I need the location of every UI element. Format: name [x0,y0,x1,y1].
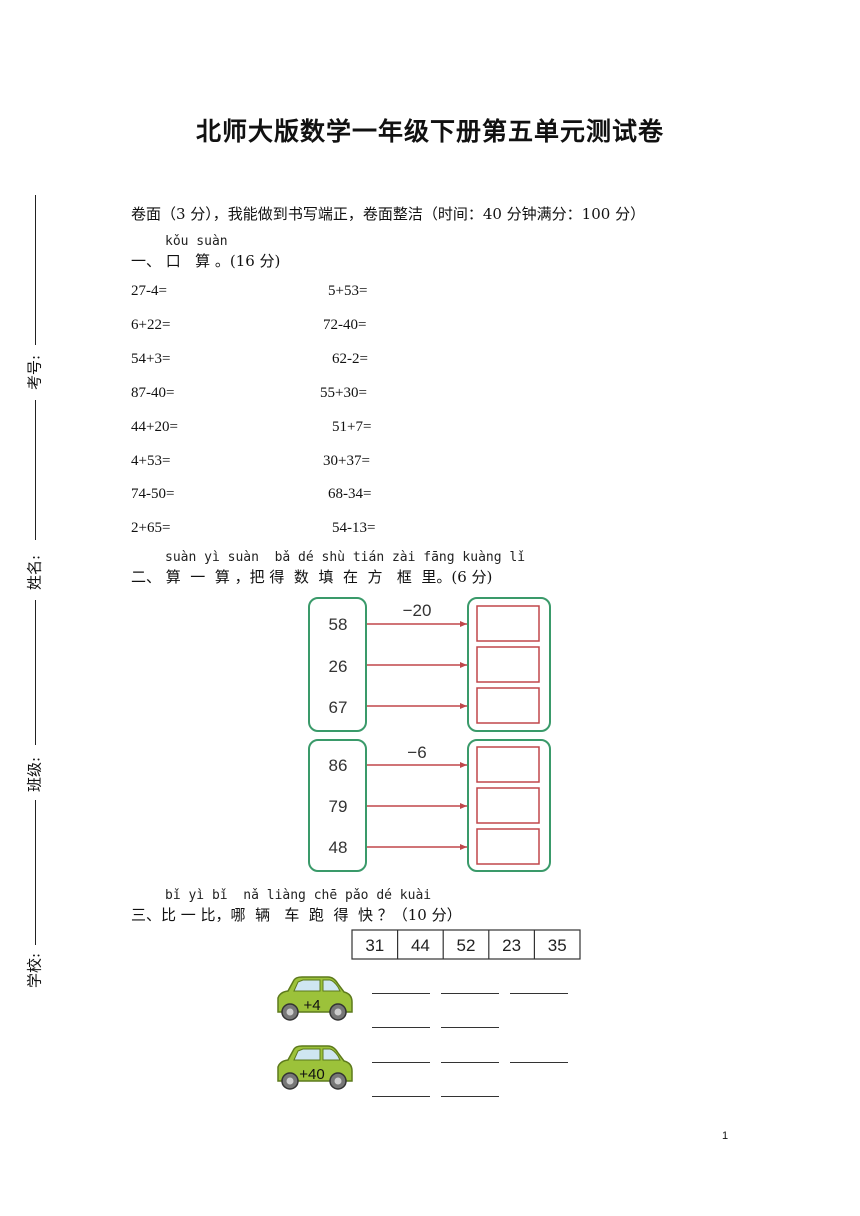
equation: 87-40= [131,385,175,401]
arrow-head [460,762,467,768]
answer-container [467,739,551,872]
answer-blank[interactable] [441,1062,499,1063]
answer-blank[interactable] [372,993,430,994]
answer-box[interactable] [476,787,540,824]
equation: 4+53= [131,453,171,469]
section1-heading: 一、 口 算 。(16 分) [131,252,281,270]
arrow-head [460,844,467,850]
equation: 6+22= [131,317,171,333]
equation: 5+53= [328,283,368,299]
number-table: 31 44 52 23 35 [351,929,581,960]
table-cell: 44 [411,936,430,955]
car-label: +40 [299,1066,324,1083]
equation: 2+65= [131,520,171,536]
answer-blank[interactable] [441,993,499,994]
equation: 54-13= [332,520,376,536]
arrow-head [460,662,467,668]
equation: 74-50= [131,486,175,502]
answer-blank[interactable] [372,1096,430,1097]
equation: 54+3= [131,351,171,367]
section1-pinyin: kǒu suàn [165,234,228,249]
answer-box[interactable] [476,687,540,724]
equation: 68-34= [328,486,372,502]
car-label: +4 [303,997,320,1014]
answer-blank[interactable] [510,993,568,994]
answer-blank[interactable] [441,1096,499,1097]
answer-container [467,597,551,732]
table-cell: 35 [548,936,567,955]
number: 26 [329,657,348,676]
operation-label: −6 [407,743,426,762]
number: 67 [329,698,348,717]
margin-line [35,600,36,745]
margin-line [35,195,36,345]
number: 86 [329,756,348,775]
arrow-head [460,621,467,627]
table-border [351,929,581,960]
number: 79 [329,797,348,816]
equation: 51+7= [332,419,372,435]
section2-heading: 二、 算 一 算 ，把 得 数 填 在 方 框 里。(6 分) [131,568,493,586]
number: 48 [329,838,348,857]
label-name: 姓名: [25,554,44,591]
arrow-head [460,803,467,809]
section3-pinyin: bǐ yì bǐ nǎ liàng chē pǎo dé kuài [165,888,432,903]
section3-heading: 三、比 一 比，哪 辆 车 跑 得 快 ？（10 分） [131,906,462,924]
equation: 72-40= [323,317,367,333]
answer-box[interactable] [476,646,540,683]
answer-box[interactable] [476,746,540,783]
answer-box[interactable] [476,605,540,642]
equation: 44+20= [131,419,178,435]
source-box [308,739,367,872]
section2-pinyin: suàn yì suàn bǎ dé shù tián zài fāng kuà… [165,550,526,565]
label-school: 学校: [25,952,44,989]
arrow-head [460,703,467,709]
equation: 27-4= [131,283,167,299]
margin-line [35,400,36,540]
equation: 62-2= [332,351,368,367]
page-title: 北师大版数学一年级下册第五单元测试卷 [195,117,664,146]
label-exam-number: 考号: [25,354,44,391]
operation-label: −20 [403,601,432,620]
number: 58 [329,615,348,634]
label-class: 班级: [25,756,44,793]
table-cell: 52 [457,936,476,955]
answer-box[interactable] [476,828,540,865]
answer-blank[interactable] [372,1027,430,1028]
answer-blank[interactable] [441,1027,499,1028]
source-box [308,597,367,732]
intro-text: 卷面（3 分），我能做到书写端正，卷面整洁（时间：40 分钟满分：100 分） [131,205,646,223]
equation: 30+37= [323,453,370,469]
page-number: 1 [722,1130,729,1142]
equation: 55+30= [320,385,367,401]
subtraction-diagram: 58 26 67 −20 86 79 48 −6 [308,597,551,872]
car-icon: +40 [277,1045,353,1090]
answer-blank[interactable] [372,1062,430,1063]
table-cell: 31 [365,936,384,955]
car-icon: +4 [277,976,353,1021]
answer-blank[interactable] [510,1062,568,1063]
table-cell: 23 [502,936,521,955]
margin-line [35,800,36,945]
